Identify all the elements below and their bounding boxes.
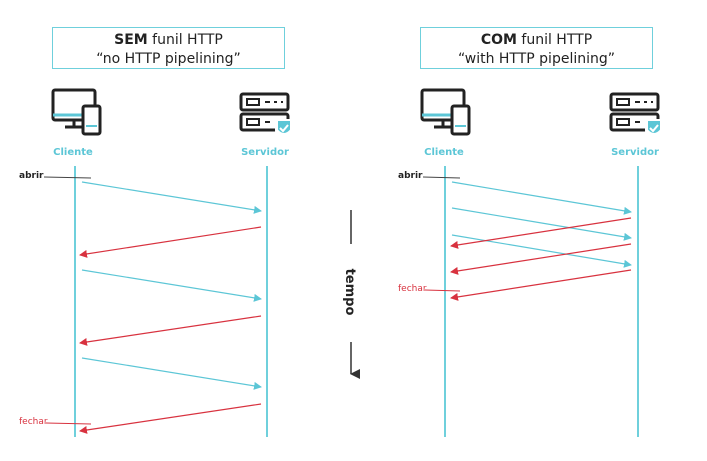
left-title-box: SEM funil HTTP “no HTTP pipelining” <box>52 27 285 69</box>
left-close-marker <box>45 422 92 425</box>
left-server-icon <box>239 92 295 141</box>
right-title-bold: COM <box>480 32 517 48</box>
left-response-3 <box>79 403 262 434</box>
time-label: tempo <box>342 269 357 316</box>
left-response-2 <box>79 315 262 346</box>
left-response-1 <box>79 226 262 258</box>
right-request-1 <box>451 181 632 215</box>
right-request-2 <box>451 207 632 241</box>
right-server-label: Servidor <box>611 147 659 158</box>
right-open-label: abrir <box>398 171 423 181</box>
left-title-bold: SEM <box>114 32 148 48</box>
left-open-marker <box>43 176 92 179</box>
right-title-box: COM funil HTTP “with HTTP pipelining” <box>420 27 653 69</box>
right-response-2 <box>450 243 632 275</box>
right-request-3 <box>451 234 632 268</box>
left-title-rest: funil HTTP <box>147 32 223 48</box>
right-close-label: fechar <box>398 284 427 294</box>
left-open-label: abrir <box>19 171 44 181</box>
left-request-3 <box>81 357 262 390</box>
right-title-rest: funil HTTP <box>516 32 593 48</box>
left-subtitle: “no HTTP pipelining” <box>96 51 241 67</box>
left-client-icon <box>51 88 102 136</box>
right-response-1 <box>450 217 632 249</box>
right-client-icon <box>420 88 471 136</box>
right-server-icon <box>609 92 665 141</box>
left-client-label: Cliente <box>53 147 93 158</box>
right-response-3 <box>450 269 632 301</box>
right-subtitle: “with HTTP pipelining” <box>457 51 615 67</box>
left-request-1 <box>81 181 262 214</box>
left-close-label: fechar <box>19 417 48 427</box>
left-request-2 <box>81 269 262 302</box>
right-client-label: Cliente <box>424 147 464 158</box>
right-close-marker <box>424 289 461 292</box>
right-open-marker <box>422 176 461 179</box>
left-server-label: Servidor <box>241 147 289 158</box>
